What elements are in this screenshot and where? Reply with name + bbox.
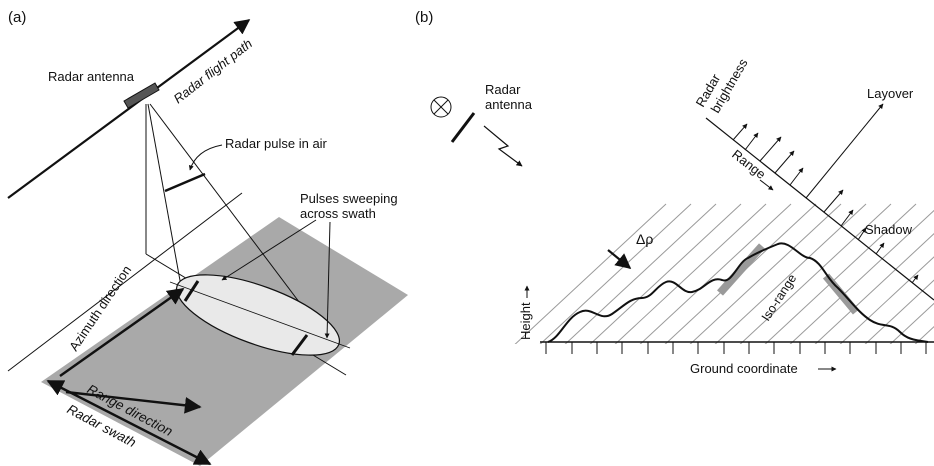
antenna-plate-icon <box>450 112 476 143</box>
delta-rho-label: Δρ <box>636 231 653 247</box>
range-label-arrow <box>759 179 774 191</box>
beam-footprint-ellipse <box>175 274 341 356</box>
iso-range-hatching <box>514 203 934 344</box>
panel-b: (b) Radar antenna <box>415 9 934 376</box>
ellipse-center-line <box>169 281 351 349</box>
antenna-icon <box>123 82 160 109</box>
panel-b-label: (b) <box>415 9 433 26</box>
beam-near-edge <box>147 103 182 287</box>
range-axis <box>705 117 934 301</box>
panel-a-label: (a) <box>8 9 26 26</box>
pulse-in-air-label: Radar pulse in air <box>225 136 328 151</box>
pulse-zigzag-icon <box>483 125 523 167</box>
pulses-sweeping-label-1: Pulses sweeping <box>300 191 398 206</box>
pulses-leader-1 <box>221 219 317 281</box>
layover-label: Layover <box>867 86 914 101</box>
ground-coordinate-label: Ground coordinate <box>690 361 798 376</box>
radar-antenna-b-label-2: antenna <box>485 97 533 112</box>
azimuth-arrow <box>59 288 185 377</box>
terrain-profile <box>547 242 929 343</box>
radar-pulse-segment <box>164 172 206 193</box>
radar-antenna-label: Radar antenna <box>48 69 135 84</box>
delta-rho-arrow <box>607 249 632 269</box>
pulse-on-ground-near <box>183 280 200 302</box>
radar-antenna-b-label-1: Radar <box>485 82 521 97</box>
pulses-sweeping-label-2: across swath <box>300 206 376 221</box>
antenna-symbol-x2 <box>433 99 449 115</box>
flight-path-line <box>7 19 251 199</box>
pulse-on-ground-far <box>290 334 309 356</box>
panel-a: (a) Radar antenna Radar flight path Rad <box>7 9 408 466</box>
antenna-symbol-circle <box>430 96 452 118</box>
ground-ticks <box>545 342 927 354</box>
brightness-arrows <box>732 103 919 284</box>
pulses-leader-2 <box>324 221 331 339</box>
ground-line-left <box>7 192 243 372</box>
height-label: Height <box>518 302 533 340</box>
shadow-label: Shadow <box>865 222 913 237</box>
pulse-pointer-arrow <box>188 144 223 171</box>
swath-arrow <box>46 379 212 466</box>
